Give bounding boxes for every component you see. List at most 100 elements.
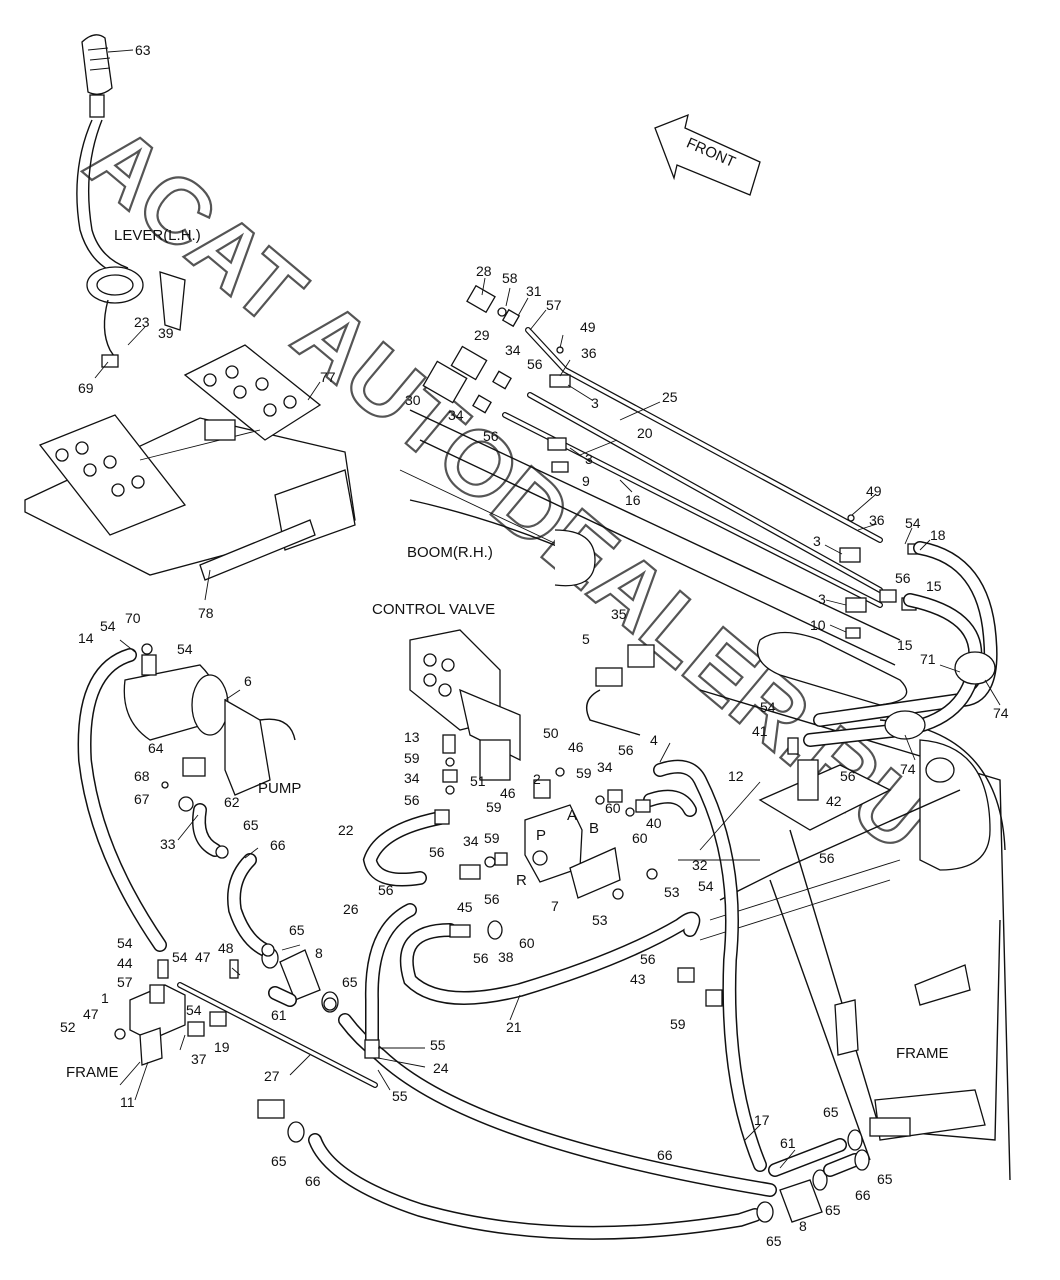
filter-upper [261,947,777,1197]
callout-10: 10 [810,617,826,633]
callout-70: 70 [125,610,141,626]
callout-66: 66 [270,837,286,853]
section-labels: LEVER(L.H.) BOOM(R.H.) CONTROL VALVE PUM… [66,227,949,1081]
callout-57b: 57 [117,974,133,990]
callout-56h: 56 [378,882,394,898]
callout-54: 54 [905,515,921,531]
callout-54h: 54 [186,1002,202,1018]
callout-34: 34 [505,342,521,358]
callout-56c: 56 [895,570,911,586]
callout-38: 38 [498,949,514,965]
callout-61: 61 [271,1007,287,1023]
port-b-label: B [589,820,599,837]
frame-label-left: FRAME [66,1064,119,1081]
callout-54e: 54 [698,878,714,894]
callout-59: 59 [404,750,420,766]
callout-56b: 56 [483,428,499,444]
small-fittings [114,346,855,1040]
callout-65f: 65 [877,1171,893,1187]
callout-42: 42 [826,793,842,809]
callout-54f: 54 [117,935,133,951]
callout-74: 74 [993,705,1009,721]
control-valve [409,629,521,781]
leader-lines [94,49,1001,1169]
callout-6: 6 [244,673,252,689]
callout-50: 50 [543,725,559,741]
boom-label: BOOM(R.H.) [407,544,493,561]
frame-label-right: FRAME [896,1045,949,1062]
callout-34e: 34 [463,833,479,849]
callout-56i: 56 [484,891,500,907]
callout-56: 56 [527,356,543,372]
callout-30: 30 [405,392,421,408]
callout-22: 22 [338,822,354,838]
lever-label: LEVER(L.H.) [114,227,201,244]
callout-7: 7 [551,898,559,914]
callout-34b: 34 [448,407,464,423]
callout-66d: 66 [855,1187,871,1203]
callout-65: 65 [243,817,259,833]
port-a-label: A [567,807,577,824]
callout-74b: 74 [900,761,916,777]
callout-48: 48 [218,940,234,956]
callout-65h: 65 [766,1233,782,1249]
hose-21 [399,911,701,1005]
callout-20: 20 [637,425,653,441]
callout-18: 18 [930,527,946,543]
callout-17: 17 [754,1112,770,1128]
callout-28: 28 [476,263,492,279]
callout-55: 55 [430,1037,446,1053]
callout-39: 39 [158,325,174,341]
callout-53: 53 [664,884,680,900]
callout-56d: 56 [404,792,420,808]
callout-49b: 49 [866,483,882,499]
hose-4-17 [643,759,767,1172]
callout-2: 2 [533,771,541,787]
callout-34d: 34 [597,759,613,775]
supply-hoses [77,648,272,957]
callout-71: 71 [920,651,936,667]
callout-54g: 54 [172,949,188,965]
callout-15: 15 [926,578,942,594]
callout-47b: 47 [83,1006,99,1022]
callout-31: 31 [526,283,542,299]
callout-49: 49 [580,319,596,335]
callout-3d: 3 [818,591,826,607]
callout-63: 63 [135,42,151,58]
control-valve-label: CONTROL VALVE [372,601,495,618]
callout-62: 62 [224,794,240,810]
callout-15b: 15 [897,637,913,653]
callout-13: 13 [404,729,420,745]
callout-77: 77 [320,369,336,385]
callout-11: 11 [120,1094,135,1110]
callout-16: 16 [625,492,641,508]
callout-33: 33 [160,836,176,852]
flow-valve [758,737,892,831]
callout-14: 14 [78,630,94,646]
callout-43: 43 [630,971,646,987]
callout-3c: 3 [813,533,821,549]
callout-9: 9 [582,473,590,489]
callout-40: 40 [646,815,662,831]
callout-46b: 46 [500,785,516,801]
filter-lower [756,1117,911,1223]
callout-65b: 65 [289,922,305,938]
port-p-label: P [536,827,546,844]
callouts: 63 23 39 69 77 78 28 58 31 57 49 29 34 5… [60,42,1009,1249]
callout-65g: 65 [825,1202,841,1218]
callout-19: 19 [214,1039,230,1055]
callout-65d: 65 [271,1153,287,1169]
solenoid [586,644,655,736]
port-r-label: R [516,872,527,889]
floor-plate [24,344,356,581]
boom-hoses [803,541,998,747]
pump [123,654,296,796]
callout-65e: 65 [823,1104,839,1120]
callout-69: 69 [78,380,94,396]
boom-structure [399,409,1011,1181]
manifold-block [524,779,621,899]
callout-32: 32 [692,857,708,873]
boom-tubes [502,327,883,608]
callout-8: 8 [315,945,323,961]
callout-29: 29 [474,327,490,343]
